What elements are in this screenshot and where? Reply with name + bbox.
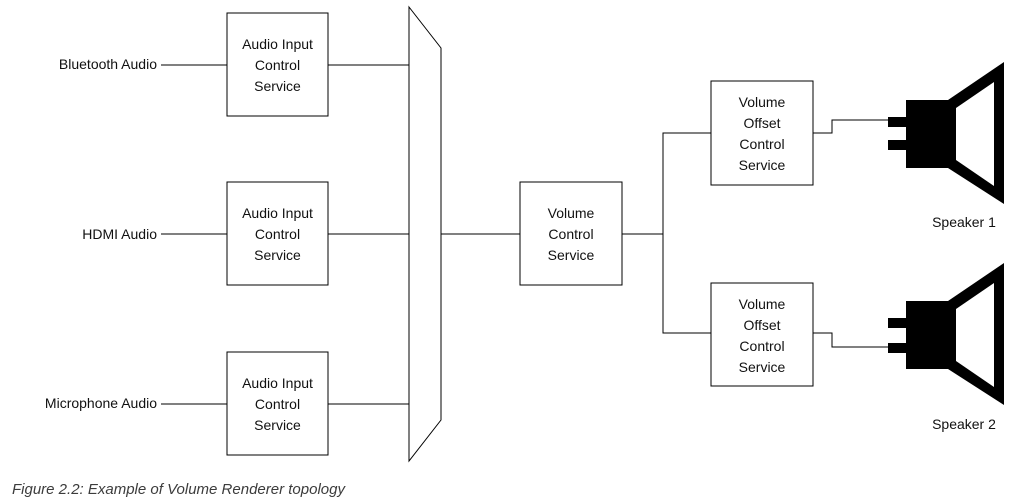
- svg-text:Control: Control: [255, 226, 300, 242]
- aics-box-3: Audio Input Control Service: [226, 351, 329, 456]
- svg-text:Audio Input: Audio Input: [242, 375, 313, 391]
- svg-text:Offset: Offset: [743, 115, 780, 131]
- source-label-hdmi: HDMI Audio: [82, 226, 157, 242]
- vcs-box: Volume Control Service: [519, 181, 623, 286]
- figure-caption: Figure 2.2: Example of Volume Renderer t…: [12, 481, 345, 498]
- wire-vcs-split: [662, 132, 711, 334]
- wire-vocs1-to-speaker1: [813, 119, 888, 134]
- speaker-2-label: Speaker 2: [932, 416, 996, 432]
- svg-text:Service: Service: [254, 247, 301, 263]
- svg-text:Audio Input: Audio Input: [242, 36, 313, 52]
- svg-text:Service: Service: [548, 247, 595, 263]
- source-label-bluetooth: Bluetooth Audio: [59, 56, 157, 72]
- mixer-shape: [408, 5, 442, 463]
- svg-text:Service: Service: [739, 157, 786, 173]
- svg-text:Service: Service: [739, 359, 786, 375]
- vocs-box-1: Volume Offset Control Service: [710, 80, 814, 186]
- svg-text:Offset: Offset: [743, 317, 780, 333]
- wire-vocs2-to-speaker2: [813, 332, 888, 348]
- vocs-box-2: Volume Offset Control Service: [710, 282, 814, 387]
- aics-box-2: Audio Input Control Service: [226, 181, 329, 286]
- svg-text:Volume: Volume: [739, 296, 786, 312]
- svg-text:Volume: Volume: [548, 205, 595, 221]
- svg-text:Control: Control: [739, 136, 784, 152]
- source-label-microphone: Microphone Audio: [45, 395, 157, 411]
- svg-text:Control: Control: [739, 338, 784, 354]
- speaker-1-icon: [888, 62, 1004, 204]
- svg-text:Audio Input: Audio Input: [242, 205, 313, 221]
- svg-text:Control: Control: [255, 396, 300, 412]
- svg-text:Service: Service: [254, 78, 301, 94]
- svg-text:Control: Control: [548, 226, 593, 242]
- svg-text:Control: Control: [255, 57, 300, 73]
- aics-box-1: Audio Input Control Service: [226, 12, 329, 117]
- svg-text:Service: Service: [254, 417, 301, 433]
- speaker-1-label: Speaker 1: [932, 214, 996, 230]
- svg-text:Volume: Volume: [739, 94, 786, 110]
- speaker-2-icon: [888, 263, 1004, 405]
